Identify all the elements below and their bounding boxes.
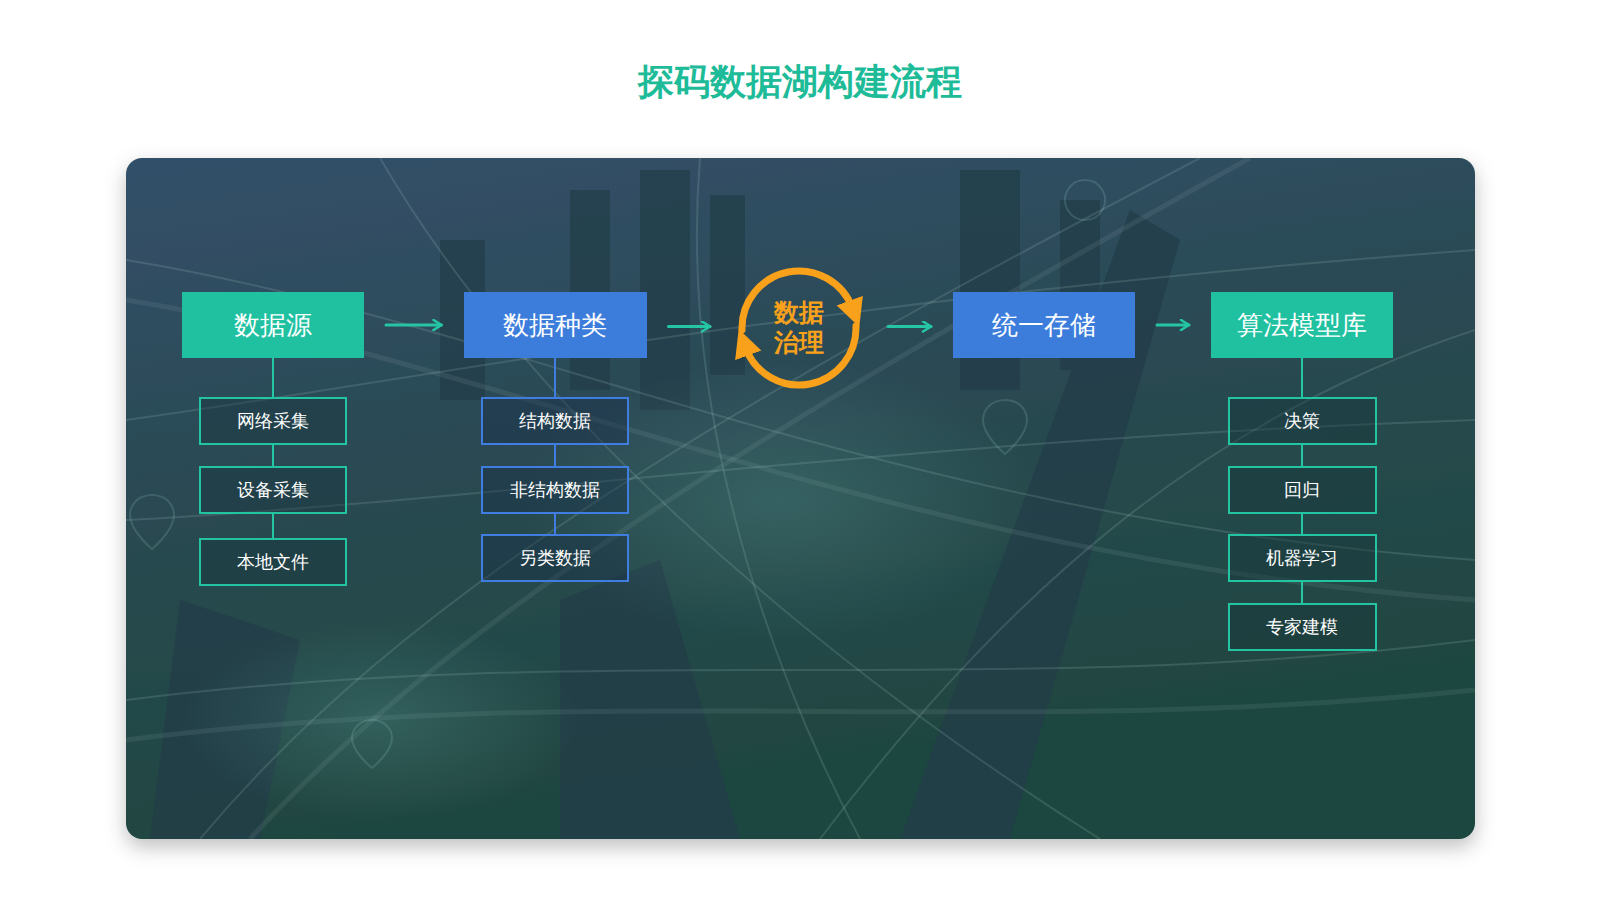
node-label: 算法模型库 bbox=[1237, 308, 1367, 343]
tree-line bbox=[554, 514, 556, 534]
tree-line bbox=[1301, 582, 1303, 603]
model-item: 回归 bbox=[1228, 466, 1377, 514]
type-item: 结构数据 bbox=[481, 397, 629, 445]
city-illustration bbox=[126, 158, 1475, 839]
diagram-title: 探码数据湖构建流程 bbox=[0, 58, 1600, 107]
tree-line bbox=[272, 445, 274, 466]
node-label: 本地文件 bbox=[237, 550, 309, 574]
node-label: 结构数据 bbox=[519, 409, 591, 433]
model-item: 决策 bbox=[1228, 397, 1377, 445]
tree-line bbox=[272, 514, 274, 538]
type-item: 非结构数据 bbox=[481, 466, 629, 514]
node-label: 决策 bbox=[1284, 409, 1320, 433]
tree-line bbox=[272, 358, 274, 397]
flow-arrow bbox=[1157, 324, 1189, 327]
node-label: 设备采集 bbox=[237, 478, 309, 502]
node-label: 机器学习 bbox=[1266, 546, 1338, 570]
node-label: 数据源 bbox=[234, 308, 312, 343]
flow-arrow bbox=[669, 325, 711, 328]
node-label: 回归 bbox=[1284, 478, 1320, 502]
tree-line bbox=[1301, 358, 1303, 397]
type-item: 另类数据 bbox=[481, 534, 629, 582]
tree-line bbox=[1301, 445, 1303, 466]
node-label: 统一存储 bbox=[992, 308, 1096, 343]
storage-header: 统一存储 bbox=[953, 292, 1135, 358]
node-label: 另类数据 bbox=[519, 546, 591, 570]
model-header: 算法模型库 bbox=[1211, 292, 1393, 358]
source-header: 数据源 bbox=[182, 292, 364, 358]
panel bbox=[126, 158, 1475, 839]
flow-arrow bbox=[888, 325, 931, 328]
source-item: 设备采集 bbox=[199, 466, 347, 514]
tree-line bbox=[1301, 514, 1303, 534]
node-label: 非结构数据 bbox=[510, 478, 600, 502]
source-item: 网络采集 bbox=[199, 397, 347, 445]
model-item: 专家建模 bbox=[1228, 603, 1377, 651]
tree-line bbox=[554, 445, 556, 466]
flow-arrow bbox=[386, 324, 442, 327]
node-label: 数据种类 bbox=[503, 308, 607, 343]
node-label: 数据 治理 bbox=[770, 298, 828, 358]
source-item: 本地文件 bbox=[199, 538, 347, 586]
model-item: 机器学习 bbox=[1228, 534, 1377, 582]
node-label: 专家建模 bbox=[1266, 615, 1338, 639]
tree-line bbox=[554, 358, 556, 397]
governance-cycle: 数据 治理 bbox=[732, 261, 866, 395]
type-header: 数据种类 bbox=[464, 292, 647, 358]
node-label: 网络采集 bbox=[237, 409, 309, 433]
